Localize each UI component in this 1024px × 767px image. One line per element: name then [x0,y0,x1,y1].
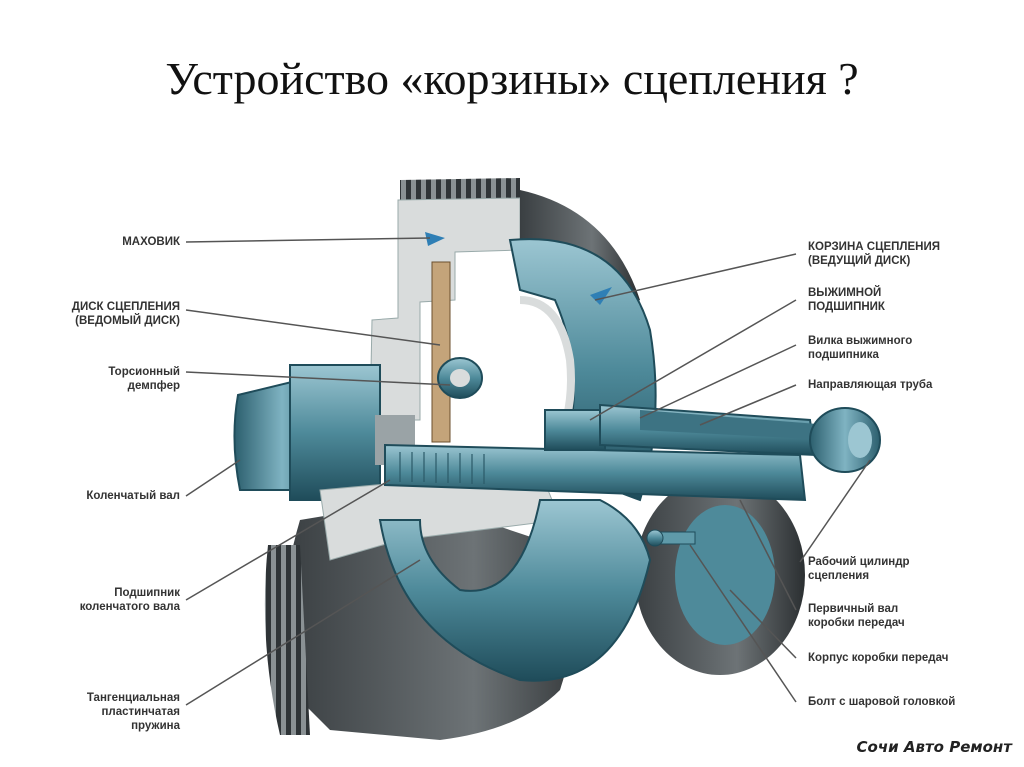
leader-clutch-disc [185,309,441,346]
leader-clutch-basket [594,253,797,301]
leader-slave-cylinder [799,459,871,563]
leader-input-shaft [739,499,797,611]
leader-release-fork [639,344,797,419]
ring-gear-shape [264,545,310,735]
pressure-plate-lower [378,499,652,682]
label-crankshaft-bearing: Подшипник коленчатого вала [79,587,180,613]
label-clutch-basket: КОРЗИНА СЦЕПЛЕНИЯ (ВЕДУЩИЙ ДИСК) [808,241,940,267]
label-tangential-spring: Тангенциальная пластинчатая пружина [86,692,180,732]
leader-gearbox-housing [729,589,797,659]
leader-torsion-damper [185,371,451,386]
leader-crankshaft-bearing [185,479,391,601]
label-release-fork: Вилка выжимного подшипника [808,335,913,361]
leader-release-bearing [589,299,797,421]
label-torsion-damper: Торсионный демпфер [108,366,180,392]
label-clutch-disc: ДИСК СЦЕПЛЕНИЯ (ВЕДОМЫЙ ДИСК) [71,301,180,327]
label-input-shaft: Первичный вал коробки передач [808,603,905,629]
release-fork-shape [640,410,830,440]
watermark: Сочи Авто Ремонт [856,738,1012,756]
label-guide-tube: Направляющая труба [808,379,933,391]
label-release-bearing: ВЫЖИМНОЙ ПОДШИПНИК [808,287,885,313]
page-title: Устройство «корзины» сцепления ? [165,53,859,104]
clutch-disc-shape [431,261,451,443]
label-flywheel: МАХОВИК [122,236,180,248]
leader-guide-tube [699,384,797,426]
label-ball-bolt: Болт с шаровой головкой [808,696,956,708]
leader-crankshaft [185,459,241,497]
leader-ball-bolt [689,544,797,703]
label-gearbox-housing: Корпус коробки передач [808,652,949,664]
leader-flywheel [185,237,431,243]
leader-tangential-spring [185,559,421,706]
label-slave-cylinder: Рабочий цилиндр сцепления [808,556,910,582]
input-shaft-shape [384,443,807,502]
label-crankshaft: Коленчатый вал [86,490,180,502]
